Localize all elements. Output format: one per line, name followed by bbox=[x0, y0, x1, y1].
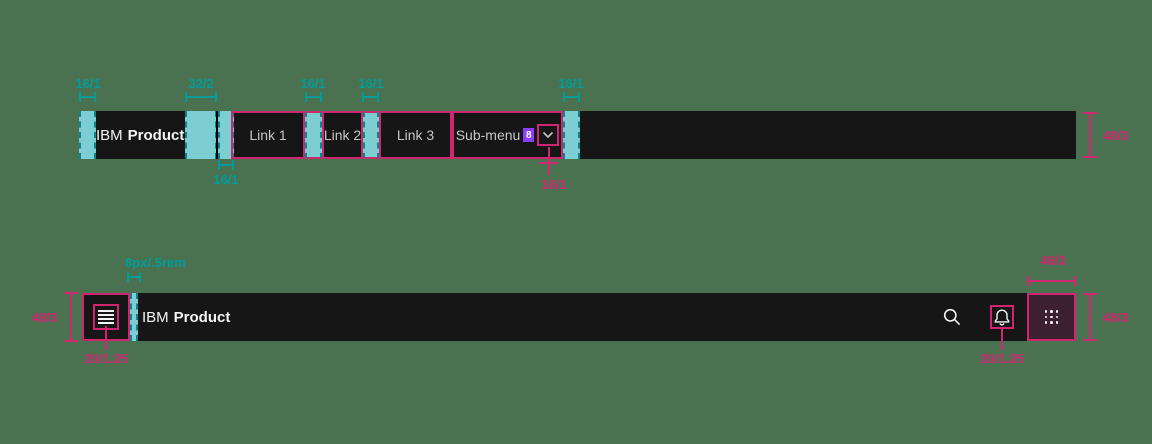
spacing-overlay-16d bbox=[563, 111, 580, 159]
brand2-prefix: IBM bbox=[142, 308, 169, 326]
brand2-name: Product bbox=[173, 308, 231, 326]
switcher-width-beam bbox=[1027, 276, 1076, 286]
bracket-8px bbox=[127, 272, 141, 282]
annotation-16-1-d: 16/1 bbox=[558, 76, 584, 91]
nav-submenu[interactable]: Sub-menu 8 bbox=[452, 111, 563, 159]
chevron-down-icon bbox=[543, 131, 554, 139]
bracket-16-b bbox=[305, 92, 322, 102]
bottom-header-height-beam-left bbox=[64, 292, 78, 342]
nav-link-1[interactable]: Link 1 bbox=[231, 111, 305, 159]
bracket-16-c bbox=[362, 92, 379, 102]
annotation-bell-20: 20/1.25 bbox=[980, 351, 1024, 366]
bracket-16-below bbox=[218, 160, 234, 170]
annotation-16-1-b: 16/1 bbox=[300, 76, 326, 91]
spacing-overlay-32 bbox=[185, 111, 217, 159]
brand-nav-divider bbox=[216, 111, 218, 159]
menu-button[interactable] bbox=[82, 293, 130, 341]
spacing-overlay-16c bbox=[363, 111, 379, 159]
nav-link-2[interactable]: Link 2 bbox=[322, 111, 363, 159]
bracket-16-a bbox=[79, 92, 96, 102]
menu-icon bbox=[98, 310, 114, 324]
annotation-48-3-left: 48/3 bbox=[32, 310, 58, 325]
annotation-16-1-a: 16/1 bbox=[75, 76, 101, 91]
annotation-submenu-16-1: 16/1 bbox=[541, 177, 567, 192]
annotation-48-3-right: 48/3 bbox=[1103, 310, 1129, 325]
spacing-overlay-16b bbox=[305, 111, 322, 159]
annotation-48-3-top: 48/3 bbox=[1103, 128, 1129, 143]
app-switcher-button[interactable] bbox=[1027, 293, 1076, 341]
bracket-16-d bbox=[563, 92, 580, 102]
submenu-token-badge: 8 bbox=[523, 128, 535, 142]
annotation-switcher-48-top: 48/3 bbox=[1040, 253, 1066, 268]
submenu-label: Sub-menu bbox=[455, 127, 521, 143]
nav-link-1-label: Link 1 bbox=[249, 127, 287, 143]
bell-icon bbox=[994, 309, 1010, 326]
header2-brand[interactable]: IBM Product bbox=[142, 293, 230, 341]
search-icon bbox=[943, 308, 961, 326]
annotation-16-1-below: 16/1 bbox=[213, 172, 239, 187]
chevron-box[interactable] bbox=[537, 124, 560, 146]
menu-leader-line bbox=[105, 326, 107, 350]
spacing-overlay-16a bbox=[218, 111, 234, 159]
bottom-header-height-beam-right bbox=[1083, 293, 1097, 341]
top-header-height-beam bbox=[1083, 112, 1097, 158]
header-brand[interactable]: IBM Product bbox=[96, 111, 184, 159]
nav-link-3[interactable]: Link 3 bbox=[379, 111, 452, 159]
annotation-8px: 8px/.5rem bbox=[125, 255, 186, 270]
bottom-header-bar bbox=[82, 293, 1076, 341]
notifications-button[interactable] bbox=[990, 305, 1014, 329]
bracket-32 bbox=[185, 92, 217, 102]
search-button[interactable] bbox=[942, 307, 962, 327]
spacing-overlay-left bbox=[79, 111, 96, 159]
spacing-overlay-8px bbox=[130, 293, 138, 341]
bell-leader-line bbox=[1001, 329, 1003, 350]
nav-link-2-label: Link 2 bbox=[323, 127, 362, 143]
submenu-leader-line bbox=[548, 147, 550, 175]
annotation-16-1-c: 16/1 bbox=[358, 76, 384, 91]
nav-link-3-label: Link 3 bbox=[396, 127, 435, 143]
brand-name: Product bbox=[127, 126, 185, 144]
app-switcher-icon bbox=[1044, 310, 1059, 324]
annotation-32-2: 32/2 bbox=[188, 76, 214, 91]
submenu-leader-tick bbox=[539, 162, 558, 164]
annotation-menu-20: 20/1.25 bbox=[84, 351, 128, 366]
brand-prefix: IBM bbox=[96, 126, 123, 144]
